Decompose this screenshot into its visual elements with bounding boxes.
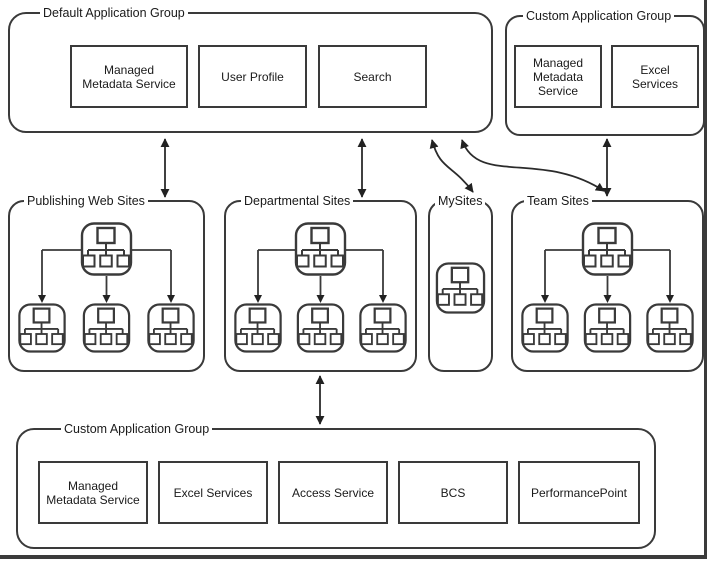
org-chart-icon [296,303,345,353]
org-chart-icon [359,303,407,353]
arrow-default-to-team [460,139,605,192]
service-box-access-service: Access Service [278,461,388,524]
service-box-search: Search [318,45,427,108]
group-default-application: Default Application Group Managed Metada… [8,5,493,133]
service-box-excel-services: Excel Services [158,461,268,524]
org-chart-icon [234,303,282,353]
group-label: Departmental Sites [241,193,354,209]
service-box-bcs: BCS [398,461,508,524]
service-box-user-profile: User Profile [198,45,307,108]
org-chart-icon [294,222,347,276]
site-hierarchy [18,222,195,353]
group-label: Custom Application Group [523,8,675,24]
org-chart-icon [521,303,569,353]
group-custom-application-top: Custom Application Group Managed Metadat… [505,8,705,136]
group-label: Team Sites [524,193,592,209]
site-hierarchy [521,222,694,353]
site-hierarchy [435,262,486,314]
org-chart-icon [80,222,133,276]
site-group-team: Team Sites [511,193,704,372]
org-chart-icon [581,222,634,276]
group-label: Publishing Web Sites [24,193,148,209]
service-box-excel-services: Excel Services [611,45,699,108]
group-label: MySites [435,193,486,209]
group-label: Default Application Group [40,5,188,21]
service-box-managed-metadata: Managed Metadata Service [38,461,148,524]
service-box-managed-metadata: Managed Metadata Service [70,45,188,108]
site-group-mysites: MySites [428,193,493,372]
service-box-managed-metadata: Managed Metadata Service [514,45,602,108]
site-group-publishing: Publishing Web Sites [8,193,205,372]
org-chart-icon [583,303,632,353]
image-frame-shadow-bottom [0,555,707,559]
org-chart-icon [147,303,195,353]
arrow-default-to-mysites [429,139,474,193]
site-hierarchy [234,222,407,353]
service-box-performancepoint: PerformancePoint [518,461,640,524]
group-custom-application-bottom: Custom Application Group Managed Metadat… [16,421,656,549]
org-chart-icon [435,262,486,314]
org-chart-icon [18,303,66,353]
group-label: Custom Application Group [61,421,213,437]
org-chart-icon [646,303,694,353]
site-group-departmental: Departmental Sites [224,193,417,372]
image-frame-shadow-right [704,0,707,559]
org-chart-icon [82,303,131,353]
